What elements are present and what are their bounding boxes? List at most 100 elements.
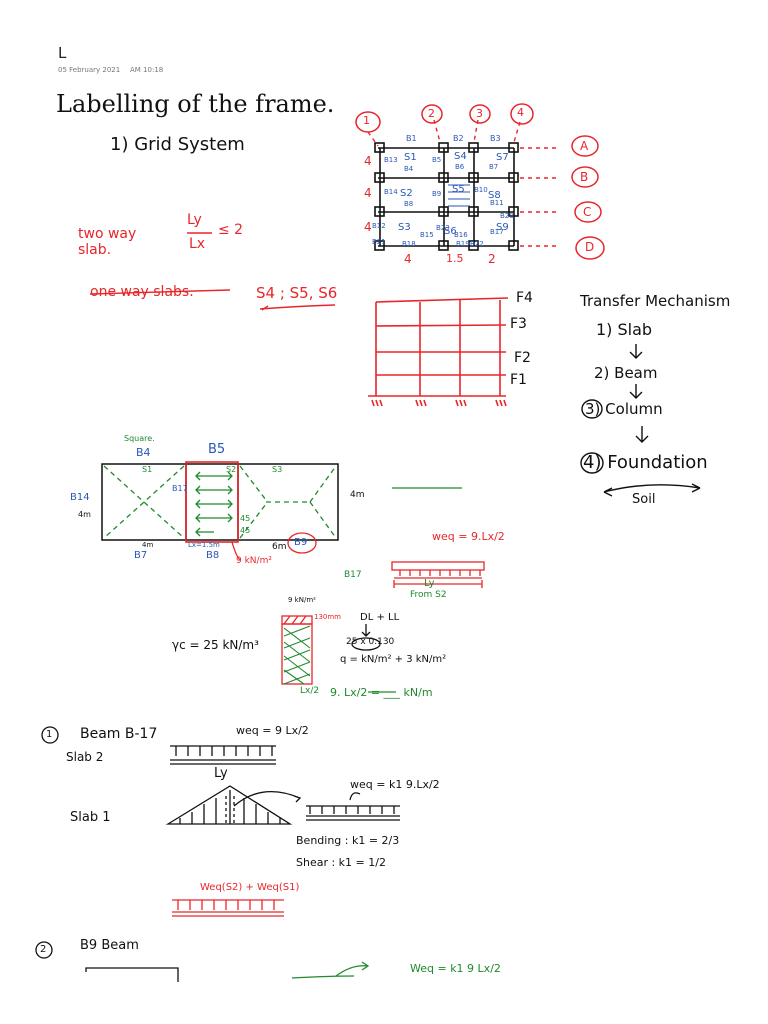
angle-label-1: 45 (240, 514, 251, 523)
triangle-load (165, 785, 400, 825)
sum-load (172, 899, 284, 917)
bottom-dim-2: 1.5 (446, 252, 464, 265)
slab-plan-b7: B7 (134, 550, 148, 561)
beam-label: B7 (489, 163, 499, 171)
row-label-d: D (585, 240, 595, 254)
grid-markers (367, 119, 560, 247)
left-dim-2: 4 (364, 186, 372, 200)
dl-arrow (351, 624, 381, 651)
beam-label: B8 (404, 200, 414, 208)
col-label-4: 4 (517, 106, 524, 119)
beam1-load (41, 726, 276, 765)
beam-label: B23 (436, 224, 450, 232)
beam1-ly: Ly (214, 766, 228, 781)
slab-plan-left-dim: 4m (78, 510, 91, 519)
beam2-weq: Weq = k1 9 Lx/2 (410, 962, 501, 975)
section-thickness: 130mm (314, 613, 341, 621)
note-date: 05 February 2021 (58, 66, 121, 74)
row-label-a: A (580, 139, 589, 153)
slab-label: S7 (496, 152, 509, 163)
gamma-label: γc = 25 kN/m³ (172, 638, 259, 652)
transfer-arrows (580, 344, 701, 497)
beam1-bending: Bending : k1 = 2/3 (296, 834, 400, 847)
angle-label-2: 45 (240, 526, 251, 535)
slab-label: S5 (452, 184, 465, 195)
col-label-1: 1 (363, 114, 370, 127)
beam-label: B19 (456, 240, 470, 248)
slab-plan-bottom-left: 4m (142, 541, 154, 549)
floor-label-f3: F3 (510, 316, 527, 332)
section-load: 9 kN/m² (288, 596, 316, 604)
beam-label: B6 (455, 163, 465, 171)
beam-label: B21 (372, 238, 386, 246)
b17-label: B17 (344, 570, 362, 580)
slab-label: S6 (444, 226, 457, 237)
transfer-step: 4) Foundation (583, 452, 708, 473)
slab-label: S8 (488, 190, 501, 201)
transfer-step: 3) Column (585, 400, 663, 418)
floor-label-f2: F2 (514, 350, 531, 366)
beam1-shear: Shear : k1 = 1/2 (296, 856, 386, 869)
beam-label: B22 (470, 240, 484, 248)
slab-plan-bottom-right: 6m (272, 542, 287, 552)
beam-label: B13 (384, 156, 398, 164)
bottom-dim-3: 2 (488, 252, 496, 266)
beam-label: B1 (406, 134, 417, 143)
beam-label: B2 (453, 134, 464, 143)
lx-label: Lx (189, 236, 206, 252)
b17-load-diagram (391, 561, 485, 588)
beam1-sum: Weq(S2) + Weq(S1) (200, 882, 300, 893)
slab-plan-b14: B14 (70, 492, 90, 503)
note-title: L (58, 44, 67, 62)
b17-weq: weq = 9.Lx/2 (432, 530, 505, 543)
two-way-condition: ≤ 2 (218, 222, 244, 238)
left-dim-1: 4 (364, 154, 372, 168)
beam-label: B20 (500, 212, 514, 220)
slab-plan-bottom-mid: Lx=1.5m (188, 541, 220, 549)
slab-s5-hatch (448, 184, 470, 207)
beam-label: B3 (490, 134, 501, 143)
beam1-weq: weq = 9 Lx/2 (236, 724, 309, 737)
q-formula: q = kN/m² + 3 kN/m² (340, 654, 447, 665)
beam2-title: B9 Beam (80, 938, 139, 953)
beam-label: B9 (432, 190, 442, 198)
transfer-step: 2) Beam (594, 364, 658, 382)
col-label-3: 3 (476, 107, 483, 120)
beam-label: B5 (432, 156, 442, 164)
beam-label: B15 (420, 231, 434, 239)
beam1-slab1: Slab 1 (70, 810, 111, 825)
grid-bubbles (355, 103, 605, 260)
slab-plan-s3: S3 (272, 465, 283, 474)
bottom-dim-1: 4 (404, 252, 412, 266)
beam2-curve (291, 961, 370, 979)
transfer-soil: Soil (632, 492, 656, 507)
slab-plan-b5: B5 (208, 442, 226, 457)
grid-system-heading: 1) Grid System (110, 134, 245, 155)
slab-plan-b9: B9 (294, 537, 308, 548)
selfweight-label: 25 x 0.130 (346, 637, 395, 647)
section-diagram (281, 615, 313, 685)
grid-plan (374, 142, 519, 251)
b17-ly: Ly (424, 578, 435, 589)
beam-label: B11 (490, 199, 504, 207)
floor-label-f1: F1 (510, 372, 527, 388)
ly-label: Ly (187, 212, 202, 228)
slab-label: S3 (398, 222, 411, 233)
note-time: AM 10:18 (130, 66, 164, 74)
slab-plan-s1: S1 (142, 465, 153, 474)
beam-label: B14 (384, 188, 398, 196)
beam-label: B12 (372, 222, 386, 230)
beam-label: B16 (454, 231, 468, 239)
one-way-label: one way slabs. (90, 284, 194, 300)
beam2-marks (35, 941, 179, 982)
lx-half: Lx/2 (300, 686, 320, 696)
elevation-frame (368, 297, 509, 407)
one-way-slabs: S4 ; S5, S6 (256, 284, 338, 302)
slab-label: S9 (496, 222, 509, 233)
slab-plan-b4: B4 (136, 446, 151, 459)
slab-plan-right-dim: 4m (350, 490, 365, 500)
beam-label: B17 (490, 228, 504, 236)
beam1-title: Beam B-17 (80, 726, 158, 742)
slab-label: S4 (454, 151, 467, 162)
